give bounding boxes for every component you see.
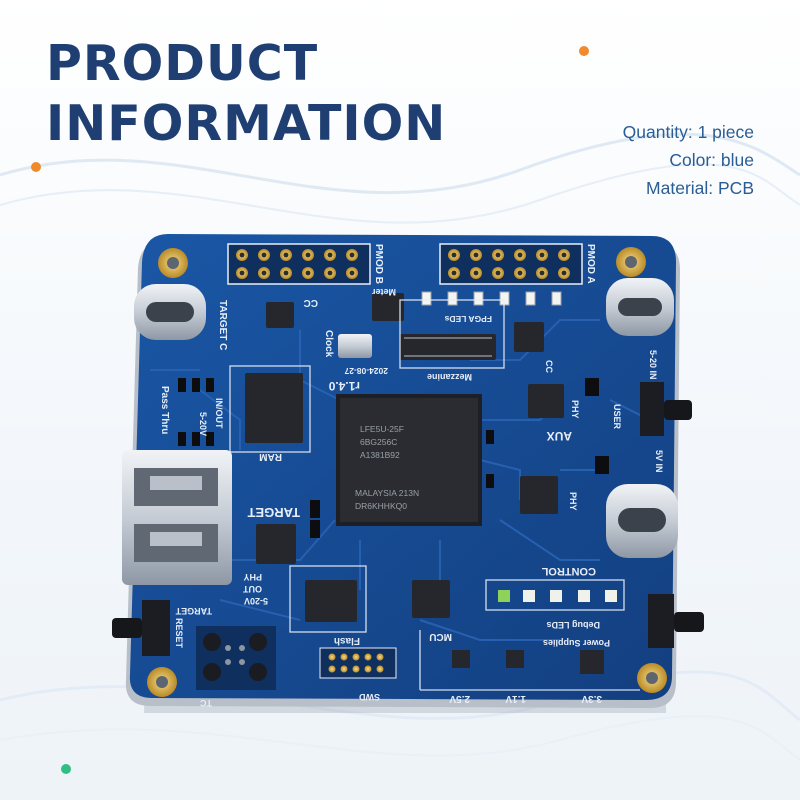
phy-chip-top: [528, 384, 564, 418]
flash-chip: [305, 580, 357, 622]
chip-marking-5: DR6KHHKQ0: [355, 501, 407, 511]
phy-chip-right: [520, 476, 558, 514]
label-5v-in: 5V IN: [654, 450, 664, 473]
label-mezzanine: Mezzanine: [427, 372, 472, 382]
label-1-1v: 1.1V: [505, 693, 526, 704]
mezzanine-connector: [400, 334, 496, 360]
swd-header: [319, 647, 397, 679]
label-tc: TC: [200, 698, 212, 708]
label-in-out: IN/OUT: [214, 398, 224, 429]
tc-pads: [196, 626, 276, 690]
usb-c-target-c: [134, 284, 206, 340]
label-fpga-leds: FPGA LEDs: [444, 314, 492, 324]
debug-leds: [498, 590, 617, 602]
label-mcu: MCU: [429, 631, 452, 642]
g-button: [648, 594, 704, 648]
label-power-supplies: Power Supplies: [543, 638, 610, 648]
mcu-chip: [412, 580, 450, 618]
label-phy-top: PHY: [570, 400, 580, 419]
clock-crystal: [338, 334, 372, 358]
phy-chip-left: [256, 524, 296, 564]
reg-33: [580, 650, 604, 674]
reg-25: [452, 650, 470, 668]
spec-material: Material: PCB: [646, 178, 754, 198]
label-version: r1.4.0: [328, 379, 360, 393]
label-pmod-a: PMOD A: [585, 244, 596, 284]
label-reset: RESET: [174, 618, 184, 649]
label-clock: Clock: [323, 330, 334, 358]
label-flash: Flash: [334, 635, 360, 646]
label-2-5v: 2.5V: [449, 693, 470, 704]
label-pass-thru: Pass Thru: [159, 386, 170, 434]
label-meter: Meter: [371, 287, 396, 297]
spec-quantity: Quantity: 1 piece: [622, 122, 754, 142]
usb-c-right-top: [606, 278, 674, 336]
user-button: [640, 382, 692, 436]
page-title: PRODUCT INFORMATION: [46, 34, 446, 154]
accent-dot-orange-top: [579, 46, 589, 56]
ram-chip: [245, 373, 303, 443]
reset-button: [112, 600, 170, 656]
pmod-b-header: [227, 243, 371, 285]
label-target-c: TARGET C: [217, 300, 228, 350]
pmod-a-header: [439, 243, 583, 285]
mounting-holes: [147, 247, 667, 697]
fpga-leds: [421, 291, 562, 306]
label-control: CONTROL: [541, 565, 596, 577]
label-swd: SWD: [359, 692, 380, 702]
cc-chip-top: [266, 302, 294, 328]
label-target-small: TARGET: [175, 606, 212, 616]
label-5-20v-top: 5-20V: [198, 412, 208, 436]
label-cc-top: CC: [304, 297, 318, 308]
chip-marking-2: 6BG256C: [360, 437, 397, 447]
title-line-2: INFORMATION: [46, 95, 447, 152]
cc-chip-right: [514, 322, 544, 352]
label-ram: RAM: [259, 451, 282, 462]
reg-11: [506, 650, 524, 668]
spec-list: Quantity: 1 piece Color: blue Material: …: [623, 118, 754, 202]
label-phy-right: PHY: [568, 492, 578, 511]
meter-chip: [372, 293, 404, 321]
label-out: OUT: [243, 584, 263, 594]
label-pmod-b: PMOD B: [373, 244, 384, 284]
label-5-20v-bottom: 5-20V: [244, 596, 268, 606]
accent-dot-green: [61, 764, 71, 774]
label-5-20-in: 5-20 IN: [648, 350, 658, 380]
label-user: USER: [612, 404, 622, 430]
label-debug-leds: Debug LEDs: [546, 620, 600, 630]
accent-dot-orange-left: [31, 162, 41, 172]
usb-c-right-bottom: [606, 484, 678, 558]
chip-marking-4: MALAYSIA 213N: [355, 488, 419, 498]
usb-a-port: [122, 450, 232, 585]
label-target-big: TARGET: [247, 505, 300, 520]
chip-marking-1: LFE5U-25F: [360, 424, 404, 434]
title-line-1: PRODUCT: [46, 35, 319, 92]
label-phy-left: PHY: [243, 572, 262, 582]
chip-marking-3: A1381B92: [360, 450, 400, 460]
spec-color: Color: blue: [669, 150, 754, 170]
label-3-3v: 3.3V: [581, 693, 602, 704]
label-date: 2024-08-27: [344, 366, 388, 376]
label-aux: AUX: [547, 429, 572, 443]
label-cc-right: CC: [544, 360, 554, 373]
fpga-chip: [336, 394, 482, 526]
